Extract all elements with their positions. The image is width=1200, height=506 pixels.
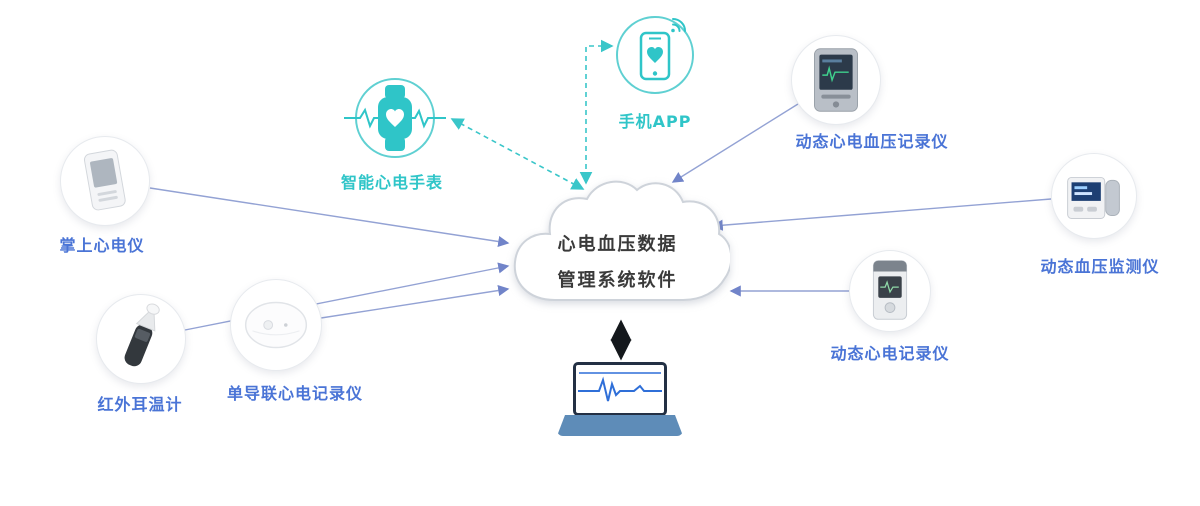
ear-thermometer-label: 红外耳温计 [97,395,183,414]
node-ear-thermometer [96,294,186,384]
abp-monitor-label: 动态血压监测仪 [1040,257,1160,276]
arrow-patch-cloud [320,284,510,319]
cloud-shape-icon [513,180,730,301]
handheld-ecg-icon [83,149,126,211]
node-phone-app [607,7,703,103]
node-abp-monitor [1051,153,1137,239]
laptop-base [557,415,683,436]
handheld-ecg-label: 掌上心电仪 [59,236,145,255]
signal-icon [671,18,686,33]
abp-monitor-icon [1067,176,1120,219]
laptop-screen [573,362,667,416]
ecg-patch-icon [244,301,308,349]
cloud-title-line2: 管理系统软件 [557,270,678,291]
node-ecg-patch [230,279,322,371]
ecg-patch-label: 单导联心电记录仪 [226,384,364,403]
arrow-recorder-cloud [671,103,799,183]
abp-ecg-recorder-icon [814,48,858,112]
smartwatch-icon [344,78,446,158]
ear-thermometer-icon [124,303,160,367]
arrow-abp-cloud [711,198,1052,231]
phone-app-icon [616,16,694,94]
abp-ecg-recorder-label: 动态心电血压记录仪 [795,132,949,151]
holter-recorder-icon [872,260,908,320]
node-handheld-ecg [60,136,150,226]
phone-app-label: 手机APP [618,112,692,131]
laptop-ecg-icon [578,372,662,402]
arrow-handheld-cloud [149,187,510,248]
holter-recorder-label: 动态心电记录仪 [830,344,950,363]
node-smartwatch [340,70,450,166]
node-holter-recorder [849,250,931,332]
node-abp-ecg-recorder [791,35,881,125]
smartwatch-label: 智能心电手表 [340,173,444,192]
cloud-title-line1: 心电血压数据 [557,234,678,255]
cloud-system: 心电血压数据 管理系统软件 [505,172,730,324]
